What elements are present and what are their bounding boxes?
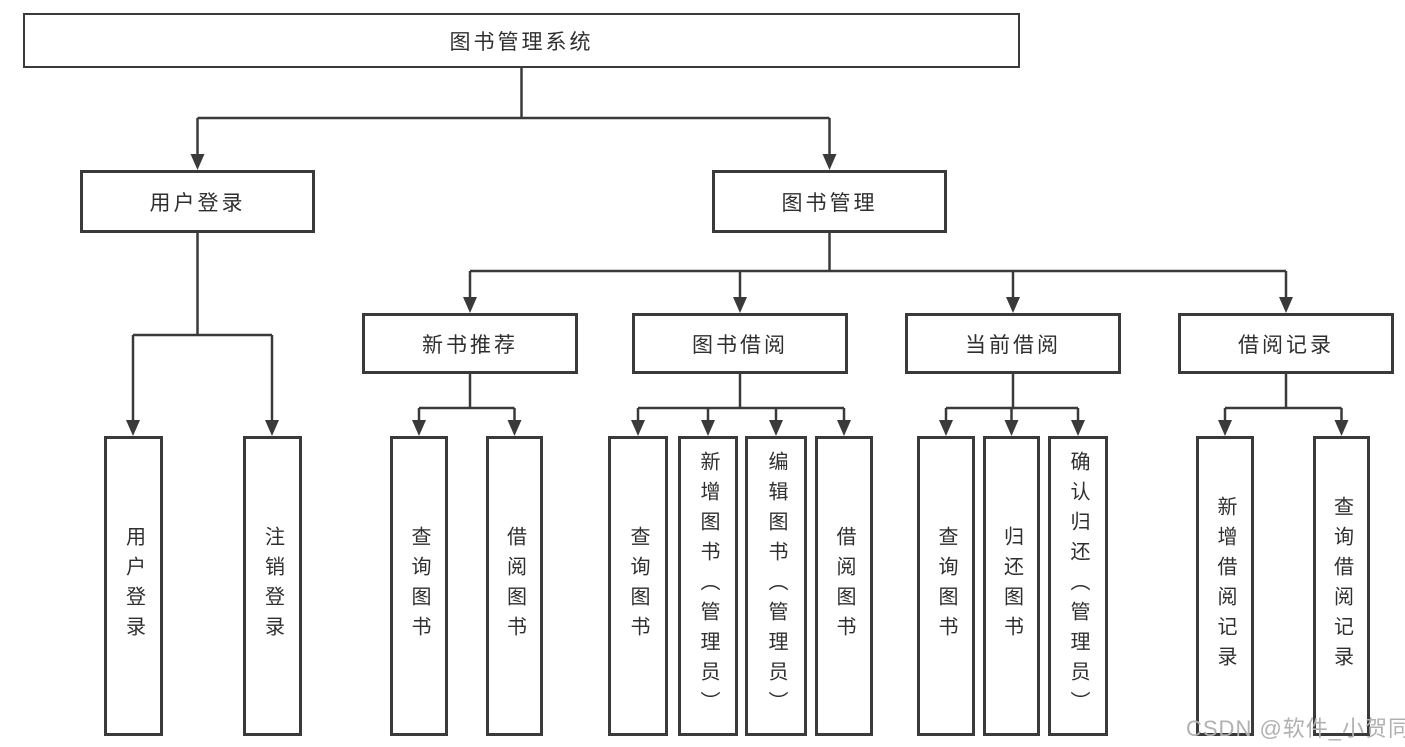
node-current-borrow: 当前借阅 bbox=[905, 313, 1121, 374]
node-label: 图书借阅 bbox=[692, 333, 788, 357]
arrow-down-icon bbox=[190, 154, 205, 170]
node-label: 查询图书 bbox=[935, 526, 957, 646]
arrow-down-icon bbox=[939, 420, 953, 436]
node-label: 借阅记录 bbox=[1238, 333, 1334, 357]
arrow-down-icon bbox=[412, 420, 426, 436]
arrow-down-icon bbox=[733, 297, 747, 313]
arrow-down-icon bbox=[822, 154, 837, 170]
leaf-user-login: 用户登录 bbox=[104, 436, 163, 736]
node-book-management: 图书管理 bbox=[712, 170, 947, 233]
leaf-query-books: 查询图书 bbox=[390, 436, 448, 736]
node-label: 编辑图书（管理员） bbox=[765, 451, 787, 721]
node-library-system: 图书管理系统 bbox=[23, 13, 1020, 68]
node-label: 图书管理系统 bbox=[449, 30, 594, 54]
leaf-add-books-admin: 新增图书（管理员） bbox=[678, 436, 738, 736]
node-label: 查询借阅记录 bbox=[1330, 496, 1353, 676]
arrow-down-icon bbox=[507, 420, 522, 436]
arrowheads bbox=[126, 154, 1349, 436]
node-label: 用户登录 bbox=[149, 191, 246, 215]
node-label: 查询图书 bbox=[408, 526, 430, 646]
node-label: 借阅图书 bbox=[833, 526, 855, 646]
arrow-down-icon bbox=[1006, 297, 1020, 313]
arrow-down-icon bbox=[1334, 420, 1349, 436]
node-label: 用户登录 bbox=[122, 526, 145, 646]
leaf-confirm-return-admin: 确认归还（管理员） bbox=[1048, 436, 1108, 736]
node-label: 当前借阅 bbox=[965, 333, 1061, 357]
arrow-down-icon bbox=[126, 420, 140, 436]
leaf-query-books: 查询图书 bbox=[917, 436, 975, 736]
leaf-borrow-books: 借阅图书 bbox=[486, 436, 543, 736]
node-label: 查询图书 bbox=[627, 526, 649, 646]
node-borrow-records: 借阅记录 bbox=[1178, 313, 1394, 374]
leaf-logout: 注销登录 bbox=[243, 436, 302, 736]
leaf-edit-books-admin: 编辑图书（管理员） bbox=[745, 436, 807, 736]
arrow-down-icon bbox=[265, 420, 279, 436]
node-book-borrow: 图书借阅 bbox=[632, 313, 848, 374]
leaf-borrow-books: 借阅图书 bbox=[815, 436, 873, 736]
arrow-down-icon bbox=[701, 420, 715, 436]
node-label: 新书推荐 bbox=[422, 333, 518, 357]
arrow-down-icon bbox=[1279, 297, 1293, 313]
node-label: 归还图书 bbox=[1000, 526, 1023, 646]
node-user-login: 用户登录 bbox=[80, 170, 315, 233]
node-label: 新增借阅记录 bbox=[1214, 496, 1236, 676]
arrow-down-icon bbox=[463, 297, 477, 313]
node-label: 图书管理 bbox=[781, 191, 878, 215]
arrow-down-icon bbox=[1004, 420, 1019, 436]
node-label: 借阅图书 bbox=[503, 526, 526, 646]
leaf-query-borrow-record: 查询借阅记录 bbox=[1313, 436, 1370, 736]
leaf-return-books: 归还图书 bbox=[983, 436, 1040, 736]
csdn-watermark: CSDN @软件_小贺同学 bbox=[1186, 716, 1405, 741]
leaf-add-borrow-record: 新增借阅记录 bbox=[1196, 436, 1254, 736]
node-label: 注销登录 bbox=[261, 526, 284, 646]
leaf-query-books: 查询图书 bbox=[608, 436, 668, 736]
arrow-down-icon bbox=[631, 420, 645, 436]
arrow-down-icon bbox=[1071, 420, 1085, 436]
node-label: 新增图书（管理员） bbox=[697, 451, 719, 721]
node-label: 确认归还（管理员） bbox=[1067, 451, 1089, 721]
arrow-down-icon bbox=[769, 420, 783, 436]
arrow-down-icon bbox=[1218, 420, 1232, 436]
node-new-book-recommend: 新书推荐 bbox=[362, 313, 578, 374]
arrow-down-icon bbox=[837, 420, 851, 436]
